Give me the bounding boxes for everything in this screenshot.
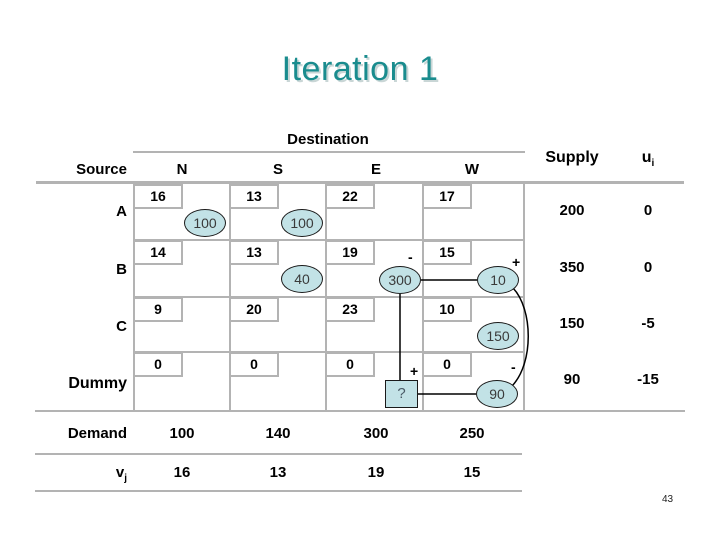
cost-cell-c-w: 10 — [422, 297, 472, 322]
ui-a: 0 — [643, 202, 653, 219]
page-number: 43 — [662, 494, 674, 505]
cost-cell-a-s: 13 — [229, 184, 279, 209]
ui-header: ui — [641, 149, 655, 170]
column-header-w: W — [464, 161, 480, 178]
vj-w: 15 — [463, 464, 481, 481]
allocation-b-s: 40 — [281, 265, 323, 293]
cost-cell-a-w: 17 — [422, 184, 472, 209]
slide-title: Iteration 1 — [281, 50, 439, 88]
cost-cell-dummy-e: 0 — [325, 352, 375, 377]
allocation-dummy-w: 90 — [476, 380, 518, 408]
row-label-c: C — [116, 318, 127, 335]
cost-cell-c-e: 23 — [325, 297, 375, 322]
allocation-b-w: 10 — [477, 266, 519, 294]
supply-dummy: 90 — [563, 371, 581, 388]
row-label-b: B — [116, 261, 127, 278]
demand-w: 250 — [459, 425, 485, 442]
supply-header: Supply — [545, 149, 599, 166]
source-header: Source — [76, 161, 127, 178]
supply-b: 350 — [559, 259, 585, 276]
cost-cell-a-e: 22 — [325, 184, 375, 209]
demand-rule — [35, 453, 522, 455]
column-header-e: E — [370, 161, 381, 178]
cost-cell-dummy-n: 0 — [133, 352, 183, 377]
cost-cell-b-e: 19 — [325, 240, 375, 265]
destination-header: Destination — [287, 131, 369, 148]
demand-e: 300 — [363, 425, 389, 442]
cost-cell-dummy-w: 0 — [422, 352, 472, 377]
loop-sign-b-w: + — [512, 254, 521, 270]
demand-label: Demand — [67, 425, 127, 442]
ui-c: -5 — [641, 315, 655, 332]
supply-c: 150 — [559, 315, 585, 332]
allocation-c-w: 150 — [477, 322, 519, 350]
vj-rule — [35, 490, 522, 492]
cost-cell-b-s: 13 — [229, 240, 279, 265]
loop-sign-dummy-w: - — [511, 359, 516, 375]
allocation-a-n: 100 — [184, 209, 226, 237]
row-label-a: A — [116, 203, 127, 220]
cost-cell-c-s: 20 — [229, 297, 279, 322]
vj-e: 19 — [367, 464, 385, 481]
demand-n: 100 — [169, 425, 195, 442]
column-header-s: S — [272, 161, 283, 178]
allocation-b-e: 300 — [379, 266, 421, 294]
column-header-n: N — [176, 161, 188, 178]
cost-cell-b-w: 15 — [422, 240, 472, 265]
cost-cell-dummy-s: 0 — [229, 352, 279, 377]
loop-sign-b-e: - — [408, 249, 413, 265]
ui-dummy: -15 — [637, 371, 659, 388]
vj-s: 13 — [269, 464, 287, 481]
vj-label: vj — [115, 464, 127, 484]
row-label-dummy: Dummy — [68, 375, 127, 392]
header-rule — [36, 181, 684, 184]
cost-cell-a-n: 16 — [133, 184, 183, 209]
demand-s: 140 — [265, 425, 291, 442]
vj-n: 16 — [173, 464, 191, 481]
cost-cell-c-n: 9 — [133, 297, 183, 322]
supply-a: 200 — [559, 202, 585, 219]
loop-sign-dummy-e: + — [410, 363, 419, 379]
allocation-a-s: 100 — [281, 209, 323, 237]
ui-b: 0 — [643, 259, 653, 276]
cost-cell-b-n: 14 — [133, 240, 183, 265]
table-bottom-rule — [35, 410, 685, 412]
entering-cell-dummy-e: ? — [385, 380, 418, 408]
destination-underline — [133, 151, 525, 153]
